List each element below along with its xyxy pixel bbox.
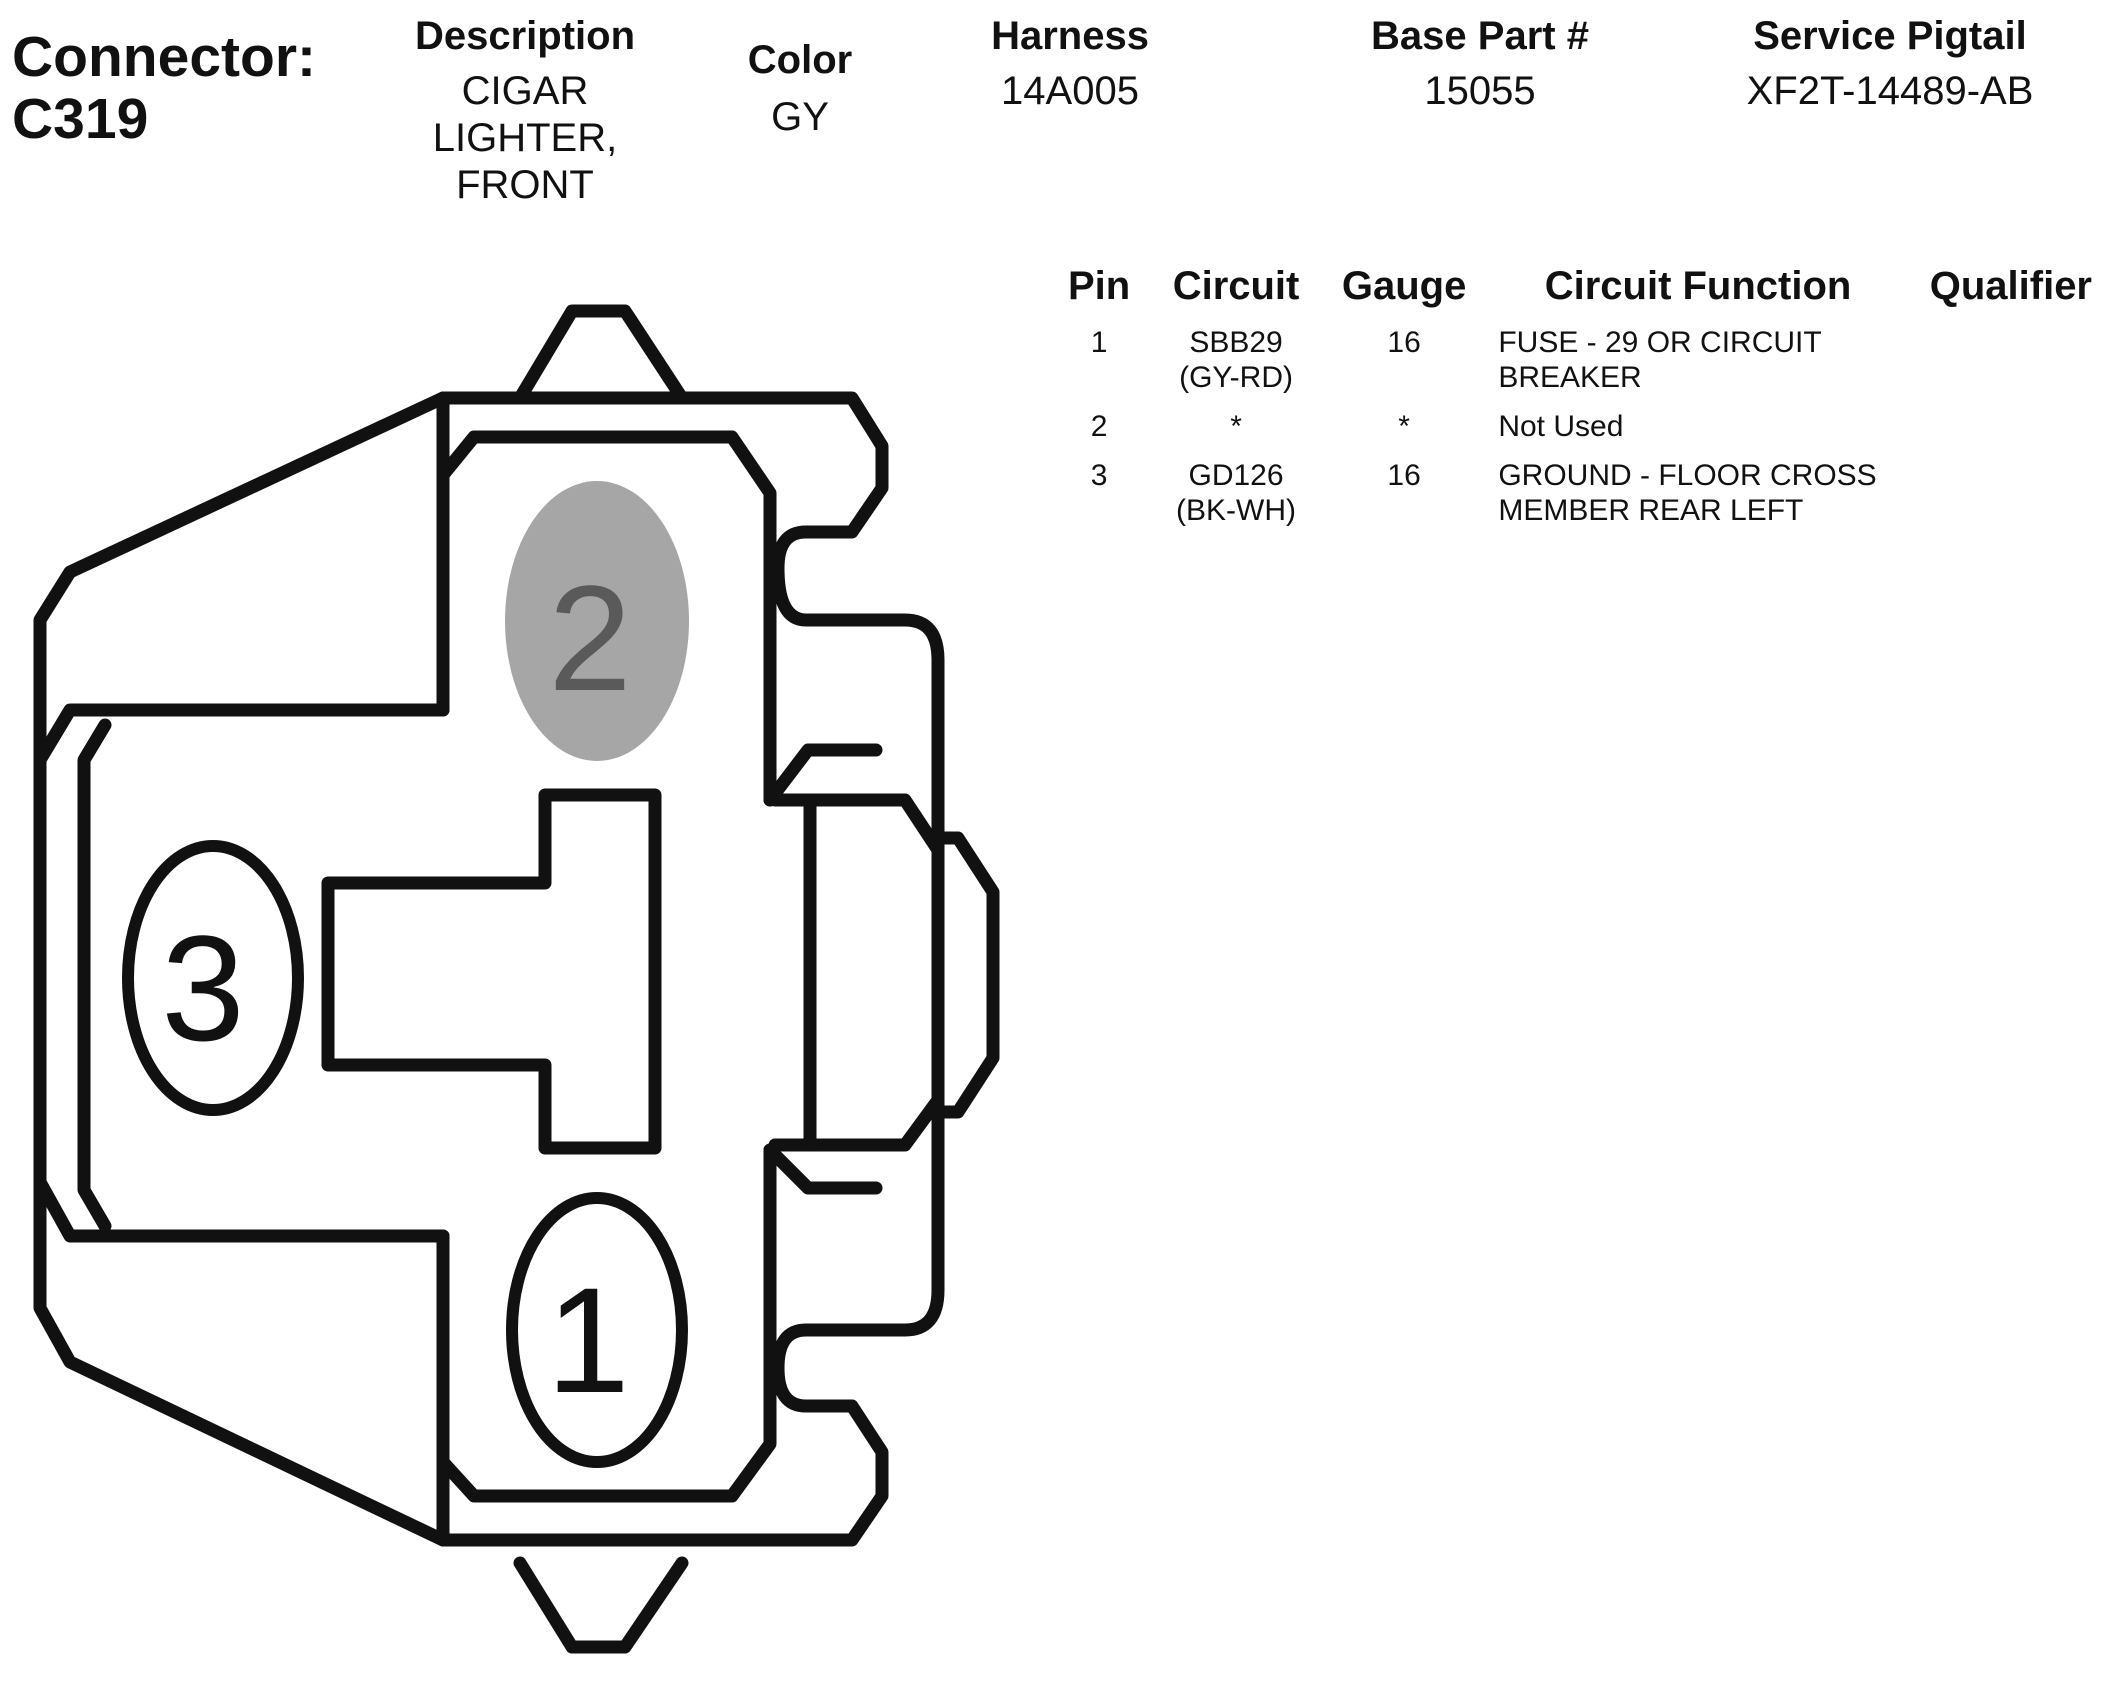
description-label: Description xyxy=(414,14,636,58)
circuit-cell: * xyxy=(1230,410,1242,443)
right-key-inner xyxy=(768,793,817,1152)
description-value: CIGAR LIGHTER, FRONT xyxy=(432,69,618,207)
right-key-shoulders xyxy=(763,743,883,1195)
pin-table: Pin Circuit Gauge Circuit Function Quali… xyxy=(1052,264,2108,542)
qualifier-cell xyxy=(1914,458,2108,542)
description-column: Description CIGAR LIGHTER, FRONT xyxy=(345,14,705,209)
connector-id: C319 xyxy=(12,87,149,151)
left-rail xyxy=(77,718,112,1233)
color-column: Color GY xyxy=(720,38,880,141)
center-polarization-key xyxy=(321,788,662,1155)
pin-3-label: 3 xyxy=(161,904,244,1072)
circuit-cell: SBB29 (GY-RD) xyxy=(1179,326,1293,394)
service-pigtail-value: XF2T-14489-AB xyxy=(1746,69,2034,113)
service-pigtail-label: Service Pigtail xyxy=(1753,14,2027,58)
pin-2-cavity: 2 xyxy=(505,481,689,761)
base-part-label: Base Part # xyxy=(1371,14,1589,58)
gauge-cell: 16 xyxy=(1387,326,1421,359)
service-pigtail-column: Service Pigtail XF2T-14489-AB xyxy=(1700,14,2080,115)
color-value: GY xyxy=(771,95,829,139)
pin-1-marker xyxy=(506,1192,688,1468)
table-row: 1 SBB29 (GY-RD) 16 FUSE - 29 OR CIRCUIT … xyxy=(1052,325,2108,409)
bottom-latch xyxy=(513,1556,689,1654)
qualifier-header: Qualifier xyxy=(1929,264,2092,308)
function-cell: GROUND - FLOOR CROSS MEMBER REAR LEFT xyxy=(1498,459,1877,527)
table-row: 2 * * Not Used xyxy=(1052,409,2108,458)
pin-2-marker xyxy=(505,481,689,761)
base-part-value: 15055 xyxy=(1424,69,1536,113)
pin-table-header-row: Pin Circuit Gauge Circuit Function Quali… xyxy=(1052,264,2108,325)
qualifier-cell xyxy=(1914,409,2108,458)
pin-1-label: 1 xyxy=(546,1256,629,1424)
connector-face-diagram: 2 3 1 xyxy=(33,304,1000,1654)
pin-cell: 2 xyxy=(1090,410,1108,443)
qualifier-cell xyxy=(1914,325,2108,409)
function-cell: FUSE - 29 OR CIRCUIT BREAKER xyxy=(1498,326,1822,394)
pin-1-cavity: 1 xyxy=(506,1192,688,1468)
connector-housing-outline xyxy=(33,304,1000,1654)
pin-2-label: 2 xyxy=(548,554,631,722)
harness-label: Harness xyxy=(991,14,1149,58)
gauge-cell: * xyxy=(1398,410,1410,443)
right-key xyxy=(803,793,945,1152)
base-part-column: Base Part # 15055 xyxy=(1340,14,1620,115)
pin-cell: 1 xyxy=(1090,326,1108,359)
gauge-header: Gauge xyxy=(1341,264,1467,308)
pin-header: Pin xyxy=(1068,264,1131,308)
color-label: Color xyxy=(747,38,853,82)
circuit-function-header: Circuit Function xyxy=(1544,264,1852,308)
gauge-cell: 16 xyxy=(1387,459,1421,492)
inner-ledge xyxy=(33,391,450,1547)
harness-column: Harness 14A005 xyxy=(940,14,1200,115)
pin-3-marker xyxy=(122,840,304,1116)
inner-cavity xyxy=(436,430,777,1503)
pin-cell: 3 xyxy=(1090,459,1108,492)
circuit-cell: GD126 (BK-WH) xyxy=(1176,459,1297,527)
harness-value: 14A005 xyxy=(1001,69,1139,113)
connector-label: Connector: xyxy=(12,25,316,89)
function-cell: Not Used xyxy=(1498,410,1624,443)
circuit-header: Circuit xyxy=(1172,264,1300,308)
right-key-tab xyxy=(931,831,1000,1119)
top-latch xyxy=(513,304,689,405)
table-row: 3 GD126 (BK-WH) 16 GROUND - FLOOR CROSS … xyxy=(1052,458,2108,542)
outer-housing xyxy=(33,391,945,1547)
pin-3-cavity: 3 xyxy=(122,840,304,1116)
connector-title: Connector: C319 xyxy=(12,26,316,150)
